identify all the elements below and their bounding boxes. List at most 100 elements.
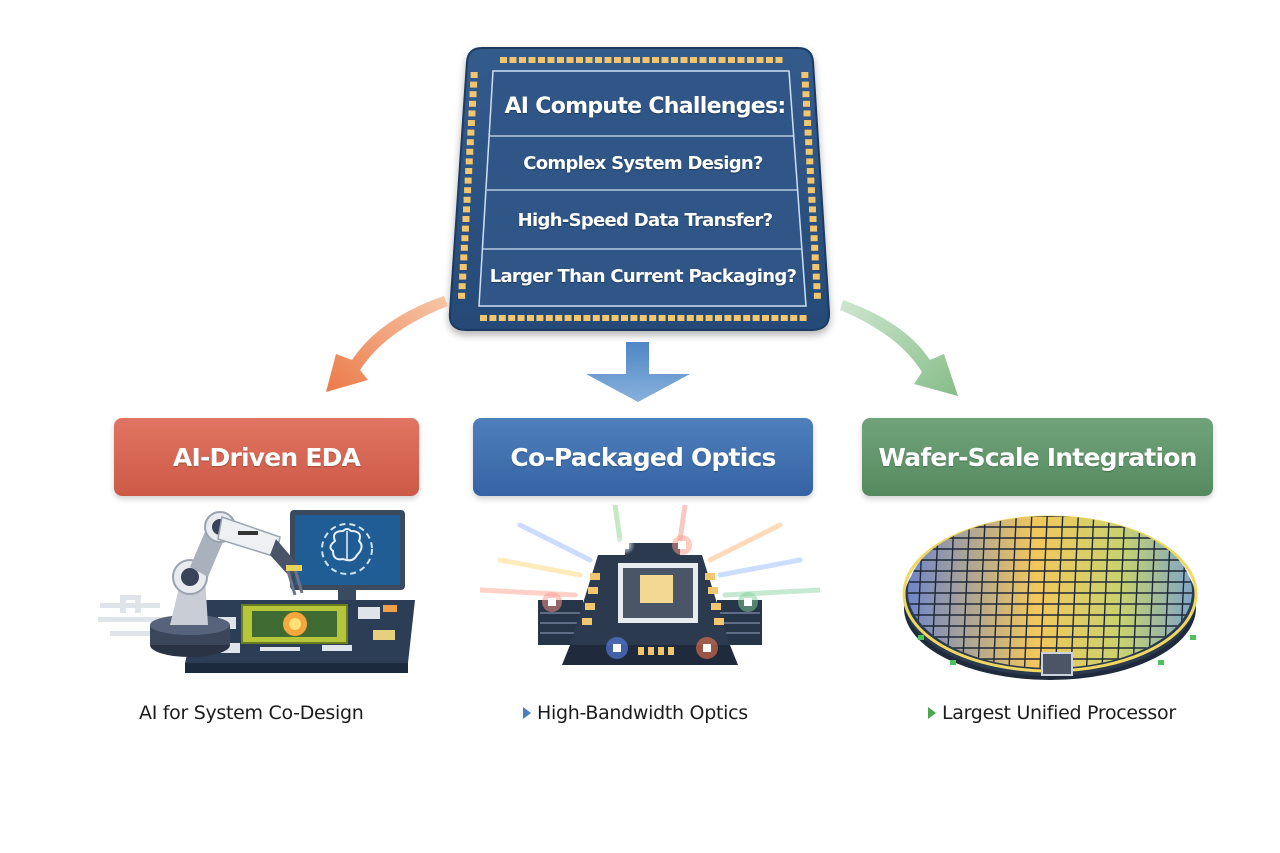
chip-pad [699, 57, 707, 63]
chip-pad [809, 216, 817, 222]
chip-pad [807, 177, 815, 184]
chip-pad [802, 100, 810, 107]
light-rays [480, 505, 820, 598]
chip-pad [466, 139, 474, 146]
chip-pad [463, 206, 471, 213]
chip-pad [752, 315, 760, 321]
chip-pad [459, 264, 467, 270]
chip-pad [538, 57, 545, 63]
solution-label: Co-Packaged Optics [510, 442, 776, 472]
caption-text: High-Bandwidth Optics [537, 702, 748, 724]
chip-pad [780, 315, 788, 321]
chip-pad [803, 110, 811, 117]
chip-pad [813, 283, 821, 290]
chip-pad [592, 315, 600, 321]
chip-pad [614, 57, 621, 63]
chip-pad [460, 244, 468, 251]
chip-pad [813, 292, 821, 299]
chip-pad [464, 177, 472, 184]
arrow-to-wsi [840, 300, 958, 396]
chip-pad [585, 57, 593, 63]
chip-pad [766, 57, 773, 63]
chip-pad [461, 225, 469, 232]
chip-pad [743, 315, 751, 321]
chip-pad [811, 244, 819, 251]
bullet-triangle-icon [523, 707, 531, 719]
chip-pad [459, 273, 467, 280]
chip-pad [557, 57, 564, 63]
chip-pad [718, 57, 726, 63]
chip-pad [460, 254, 468, 261]
chip-pad [480, 315, 487, 321]
chip-pad [658, 315, 666, 321]
chip-pad [762, 315, 769, 321]
chip-pad [633, 57, 640, 63]
chip-pad [805, 148, 813, 155]
chip-question: Complex System Design? [523, 153, 763, 174]
chip-pad [747, 57, 754, 63]
chip-pad [756, 57, 764, 63]
chip-pad [737, 57, 745, 63]
chip-pad [799, 315, 807, 321]
chip-pad [469, 91, 477, 98]
chip-pad [705, 315, 713, 321]
chip-title: AI Compute Challenges: [504, 94, 786, 119]
monitor-icon [290, 510, 405, 602]
chip-pad [649, 315, 657, 321]
background-circuit-lines [98, 595, 178, 636]
chip-pad [508, 315, 516, 321]
chip-pad [733, 315, 741, 321]
chip-pad [470, 72, 478, 78]
chip-pad [810, 235, 818, 242]
silicon-wafer-illustration [902, 515, 1198, 680]
solution-box-ai-driven-eda: AI-Driven EDA [114, 418, 419, 496]
chip-pad [467, 120, 475, 126]
chip-pad [696, 315, 704, 321]
chip-pad [805, 139, 813, 146]
chip-pad [771, 315, 779, 321]
chip-pad [801, 72, 809, 78]
chip-pad [465, 168, 473, 174]
caption-text: Largest Unified Processor [942, 702, 1176, 724]
optical-chip-package-illustration [480, 505, 820, 665]
chip-pad [639, 315, 647, 321]
chip-pad [811, 254, 819, 261]
chip-pad [574, 315, 581, 321]
chip-pad [668, 315, 675, 321]
chip-pad [807, 187, 815, 194]
robot-arm-icon [150, 511, 304, 657]
chip-pad [470, 81, 478, 88]
chip-pad [468, 110, 476, 117]
package-pads [582, 573, 724, 655]
chip-pad [611, 315, 619, 321]
chip-pad [808, 196, 816, 203]
chip-pad [583, 315, 591, 321]
chip-pad [566, 57, 574, 63]
chip-pad [671, 57, 678, 63]
chip-pad [547, 57, 555, 63]
chip-pad [519, 57, 526, 63]
chip-pad [661, 57, 669, 63]
chip-pad [576, 57, 583, 63]
chip-pad [808, 206, 816, 213]
chip-pad [461, 235, 469, 242]
bullet-triangle-icon [928, 707, 936, 719]
chip-pad [728, 57, 735, 63]
chip-pad [812, 273, 820, 280]
chip-pad [630, 315, 638, 321]
caption-eda: AI for System Co-Design [139, 702, 364, 724]
chip-pad [463, 196, 471, 203]
chip-pad [509, 57, 517, 63]
chip-pad [686, 315, 694, 321]
chip-pad [677, 315, 685, 321]
chip-pad [467, 129, 475, 136]
chip-pad [715, 315, 722, 321]
arrow-to-cpo [586, 342, 690, 402]
chip-question: Larger Than Current Packaging? [489, 266, 797, 287]
chip-pad [690, 57, 697, 63]
chip-pad [790, 315, 798, 321]
solution-box-co-packaged-optics: Co-Packaged Optics [473, 418, 813, 496]
chip-pad [469, 100, 477, 107]
chip-pad [465, 158, 473, 165]
